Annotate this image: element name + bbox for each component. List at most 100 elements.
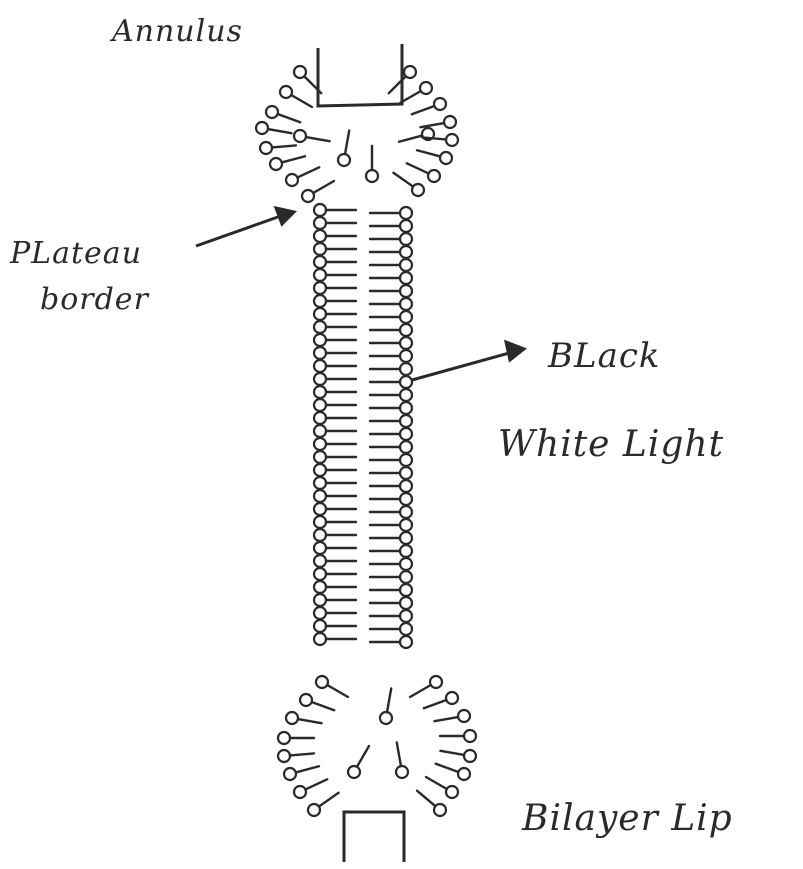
lipid-molecule (370, 415, 412, 427)
lipid-molecule (294, 779, 327, 798)
lipid-molecule (420, 116, 456, 128)
lipid-molecule (370, 454, 412, 466)
lipid-molecule (399, 128, 434, 142)
lipid-molecule (260, 142, 296, 154)
lipid-molecule (410, 676, 442, 697)
lipid-molecule (256, 122, 292, 134)
annulus-frame (318, 44, 402, 106)
lipid-molecule (370, 428, 412, 440)
lipid-molecule (314, 516, 356, 528)
bilayer-lip-label: Bilayer Lip (522, 798, 733, 839)
lipid-molecule (280, 86, 312, 107)
lipid-molecule (370, 480, 412, 492)
lipid-molecule (294, 130, 330, 142)
lipid-molecule (440, 750, 476, 762)
lipid-molecule (314, 412, 356, 424)
lipid-molecule (370, 389, 412, 401)
lipid-molecule (370, 207, 412, 219)
lipid-molecule (314, 282, 356, 294)
lipid-molecule (370, 584, 412, 596)
lipid-molecule (370, 545, 412, 557)
lipid-molecule (434, 710, 470, 722)
lipid-molecule (314, 295, 356, 307)
lipid-molecule (440, 730, 476, 742)
lipid-molecule (412, 98, 446, 114)
lipid-molecule (308, 793, 339, 816)
lipid-molecule (316, 676, 348, 697)
lipid-molecule (314, 568, 356, 580)
lipid-molecule (300, 694, 334, 710)
lipid-molecule (370, 350, 412, 362)
lipid-molecule (370, 623, 412, 635)
lipid-molecule (314, 243, 356, 255)
lipid-molecule (266, 106, 300, 122)
lipid-molecule (314, 633, 356, 645)
lipid-molecule (370, 233, 412, 245)
lipid-molecule (314, 477, 356, 489)
lipid-molecule (314, 360, 356, 372)
lipid-molecule (314, 334, 356, 346)
lipid-molecule (314, 594, 356, 606)
lipid-molecule (278, 732, 314, 744)
lipid-molecule (348, 746, 369, 778)
lipid-molecule (314, 425, 356, 437)
lipid-molecule (370, 246, 412, 258)
lipid-molecule (370, 467, 412, 479)
lipid-molecule (314, 529, 356, 541)
lipid-molecule (370, 506, 412, 518)
lipid-molecule (286, 167, 319, 186)
annulus-label: Annulus (112, 14, 243, 49)
black-label: BLack (548, 336, 660, 376)
lipid-molecule (370, 220, 412, 232)
plateau-border-label-line2: border (40, 282, 149, 317)
lipid-molecule (314, 373, 356, 385)
lipid-molecule (370, 610, 412, 622)
lipid-molecule (396, 742, 408, 778)
lipid-molecule (370, 324, 412, 336)
lipid-molecule (370, 441, 412, 453)
lipid-molecule (370, 571, 412, 583)
lipid-molecule (370, 298, 412, 310)
lipid-molecule (370, 285, 412, 297)
lipid-molecule (302, 181, 334, 202)
lipid-molecule (314, 490, 356, 502)
lipid-molecule (314, 581, 356, 593)
lipid-molecule (314, 308, 356, 320)
lipid-molecule (314, 399, 356, 411)
lipid-molecule (314, 464, 356, 476)
lipid-molecule (370, 259, 412, 271)
lipid-molecule (270, 156, 305, 170)
lipid-molecule (284, 766, 319, 780)
lipid-molecule (314, 321, 356, 333)
lipid-molecule (314, 542, 356, 554)
lipid-molecule (314, 217, 356, 229)
lipid-molecule (370, 493, 412, 505)
plateau-border-label-line1: PLateau (10, 236, 142, 271)
lipid-molecule (370, 272, 412, 284)
lipid-molecule (400, 82, 432, 103)
lipid-molecule (424, 692, 458, 708)
lipid-molecule (426, 777, 458, 798)
black-arrow (412, 342, 524, 380)
bilayer-lip-frame (344, 812, 404, 862)
lipid-molecule (314, 503, 356, 515)
lipid-molecule (338, 130, 350, 166)
lipid-molecule (314, 230, 356, 242)
lipid-molecule (314, 438, 356, 450)
lipid-molecule (370, 597, 412, 609)
lipid-molecule (314, 204, 356, 216)
lipid-molecule (314, 269, 356, 281)
lipid-molecule (314, 451, 356, 463)
lipid-molecules (256, 66, 476, 816)
lipid-molecule (314, 555, 356, 567)
lipid-molecule (370, 402, 412, 414)
lipid-molecule (278, 750, 314, 762)
lipid-molecule (417, 791, 446, 816)
lipid-molecule (314, 347, 356, 359)
lipid-molecule (314, 607, 356, 619)
lipid-molecule (380, 688, 392, 724)
lipid-molecule (286, 712, 322, 724)
plateau-border-arrow (196, 208, 294, 246)
lipid-molecule (370, 376, 412, 388)
